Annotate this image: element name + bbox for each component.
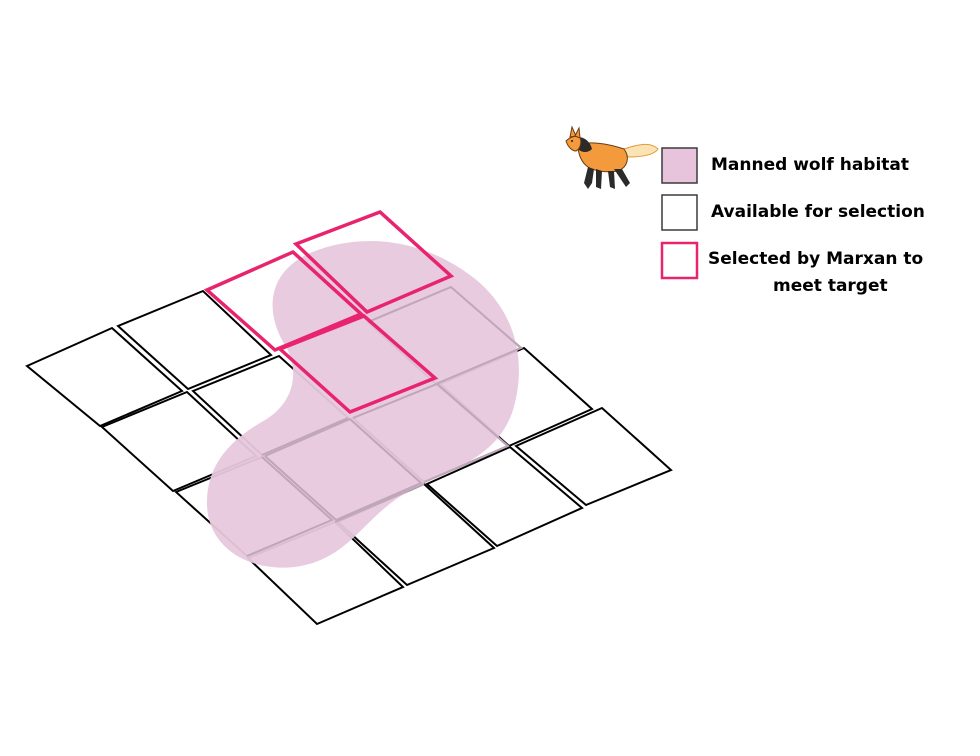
- grid-cell: [25, 326, 184, 428]
- legend-habitat-label: Manned wolf habitat: [711, 155, 909, 175]
- selected-cell: [276, 313, 439, 415]
- legend: Manned wolf habitat Available for select…: [660, 147, 925, 296]
- maned-wolf-habitat-area: [206, 240, 519, 568]
- grid-cell: [425, 445, 584, 548]
- legend-selected-label-line2: meet target: [773, 276, 888, 296]
- selected-cell: [292, 209, 455, 315]
- legend-available-label: Available for selection: [711, 202, 925, 222]
- selected-planning-units: [203, 209, 455, 415]
- grid-cell: [514, 406, 673, 507]
- grid-over-habitat: [246, 285, 523, 557]
- legend-available-swatch: [661, 194, 698, 231]
- selected-cell: [203, 249, 365, 353]
- legend-habitat-swatch: [661, 147, 698, 184]
- maned-wolf-icon: [565, 125, 659, 189]
- legend-selected-swatch: [660, 241, 699, 280]
- grid-cell: [116, 289, 273, 391]
- legend-selected-label-line1: Selected by Marxan to: [708, 249, 923, 269]
